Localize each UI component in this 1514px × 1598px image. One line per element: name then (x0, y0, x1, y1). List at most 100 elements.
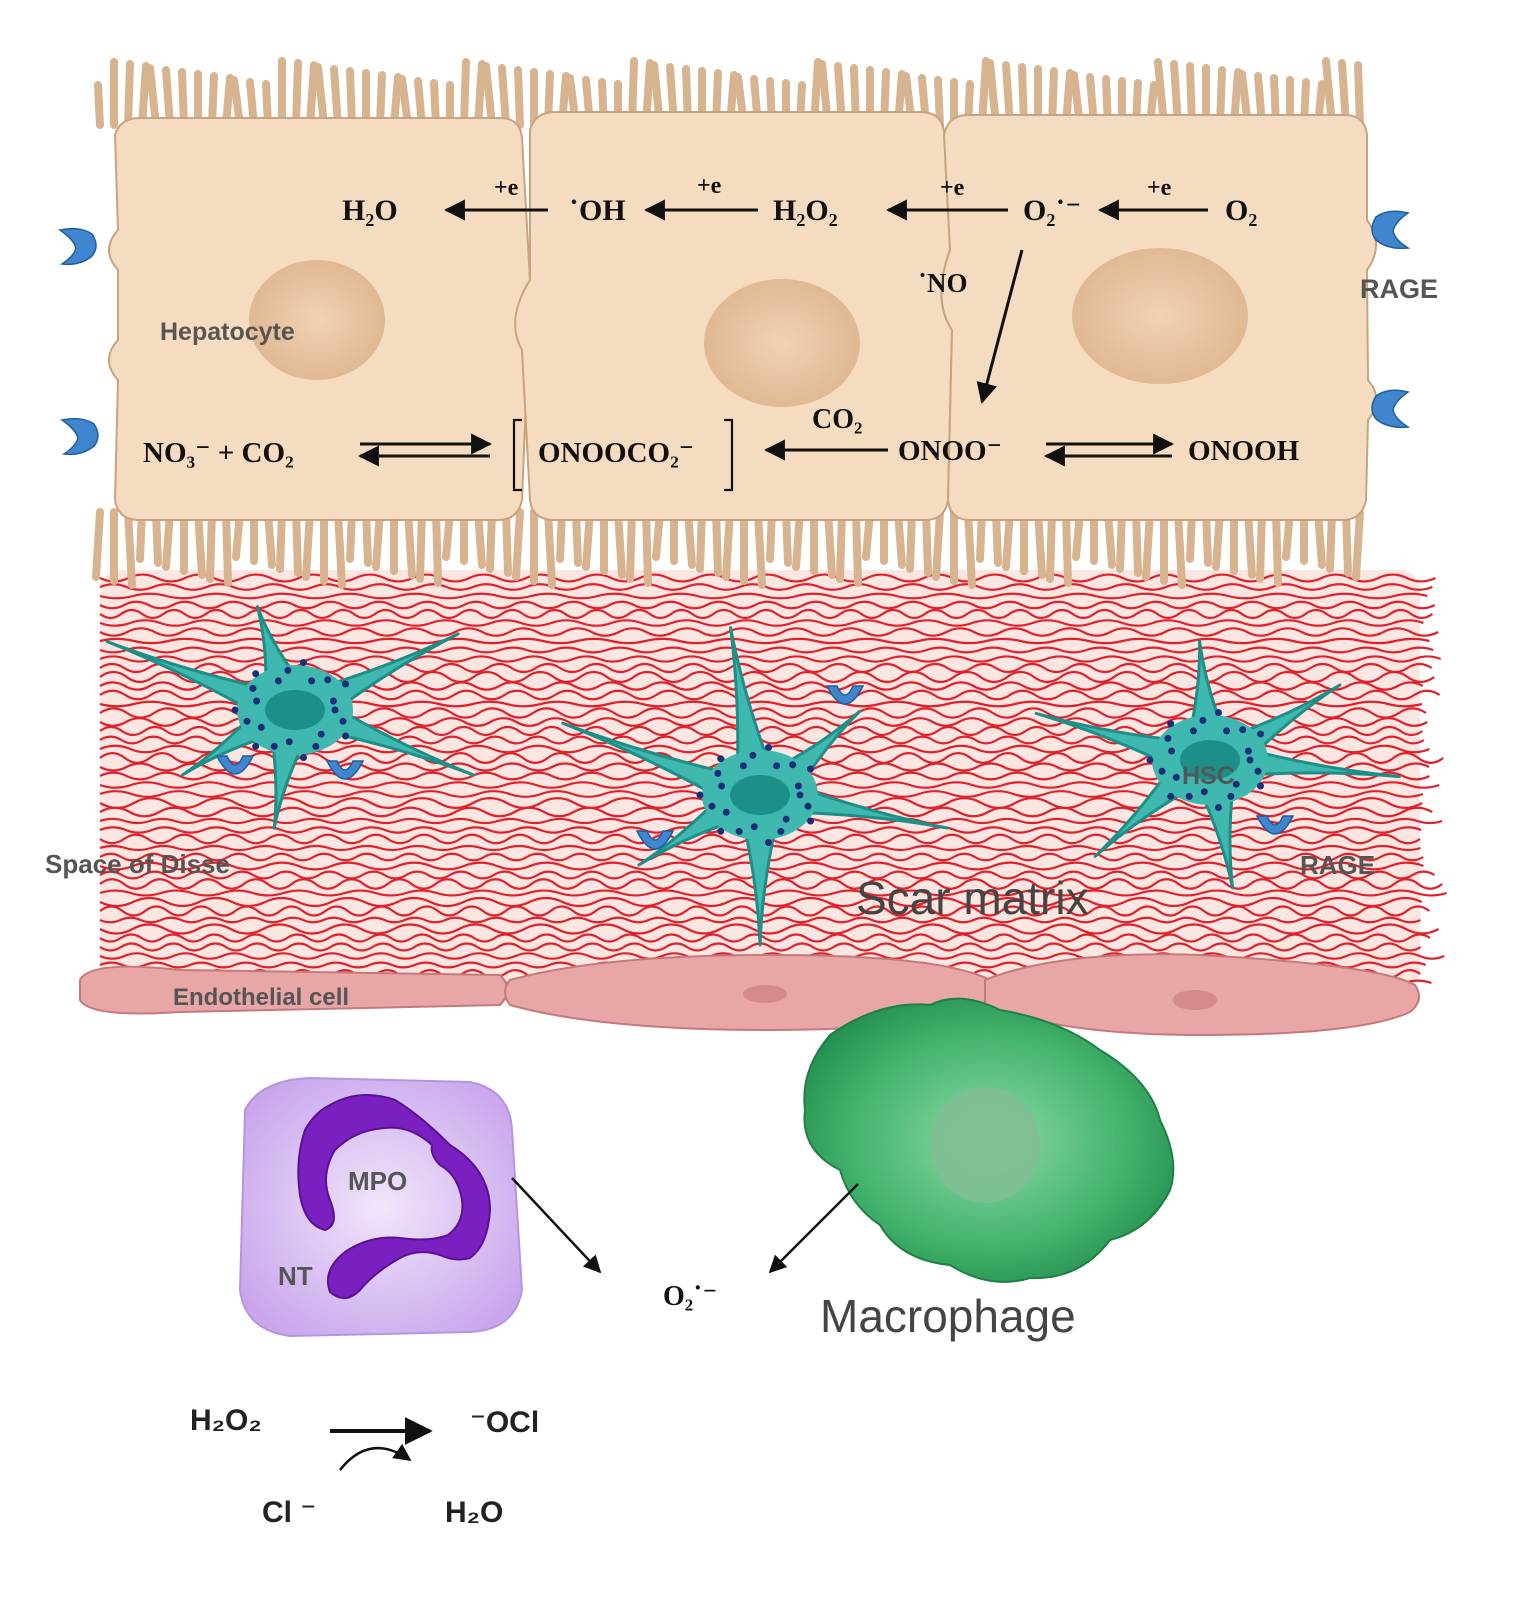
microvillus (696, 508, 706, 573)
endothelial-layer (79, 953, 1420, 1037)
microvillus (1244, 508, 1256, 579)
microvillus (138, 62, 150, 129)
nitrate-co2-label: NO₃⁻ + CO₂ (143, 437, 294, 469)
microvillus (1116, 508, 1126, 573)
microvillus (486, 508, 496, 573)
microvillus (852, 508, 862, 587)
microvillus (792, 508, 804, 571)
collagen-fiber (99, 878, 1443, 890)
electron-label: +e (940, 175, 965, 201)
microvillus (614, 508, 626, 579)
microvillus (824, 508, 836, 579)
hepatocyte-layer (92, 57, 1378, 589)
microvillus (502, 508, 512, 577)
microvillus (222, 508, 232, 587)
microvillus (124, 508, 136, 589)
microvillus (754, 508, 766, 589)
microvillus (1046, 508, 1056, 583)
hydrogen-peroxide-label: H₂O₂ (190, 1404, 262, 1437)
rage-receptor-icon (825, 685, 865, 705)
hsc-label: HSC (1182, 762, 1235, 790)
hydrogen-peroxide-label: H₂O₂ (773, 194, 838, 227)
microvillus (94, 81, 104, 129)
microvillus (206, 508, 216, 583)
microvillus (404, 508, 416, 579)
collagen-fiber (99, 889, 1448, 897)
rage-receptor-icon (1371, 389, 1411, 429)
water-label: H₂O (445, 1496, 503, 1529)
microvillus (1062, 508, 1072, 587)
microvillus (460, 58, 470, 129)
collagen-fiber (99, 646, 1434, 654)
rage-receptor-icon (325, 760, 365, 780)
microvillus (346, 67, 356, 129)
bottom-reactions: O₂˙⁻ H₂O₂ ⁻OCl Cl ⁻ H₂O (190, 1281, 717, 1529)
macrophage-nucleus (930, 1087, 1040, 1203)
microvillus (1142, 508, 1154, 581)
water-label: H₂O (342, 194, 398, 227)
microvillus (334, 508, 346, 589)
peroxynitrite-label: ONOO⁻ (898, 435, 1002, 467)
hepatocyte-nucleus (1072, 248, 1248, 384)
hsc-cell-icon (105, 605, 475, 830)
microvillus (162, 508, 174, 571)
oxygen-label: O₂ (1225, 194, 1257, 227)
macrophage-cell-icon (803, 997, 1175, 1283)
rage-label: RAGE (1360, 274, 1438, 304)
rage-receptor-icon (1371, 210, 1411, 250)
collagen-fiber (99, 608, 1434, 620)
top-reactions: H₂O ˙OH H₂O₂ O₂˙⁻ O₂ +e +e +e +e ˙NO CO₂… (143, 173, 1300, 469)
microvillus (474, 60, 486, 129)
microvillus (906, 508, 916, 573)
endothelial-cell-label: Endothelial cell (173, 984, 349, 1011)
microvillus (514, 66, 524, 129)
hsc-cell-icon (1034, 639, 1401, 890)
microvillus (376, 71, 386, 129)
microvillus (1352, 508, 1364, 581)
collagen-fiber (99, 933, 1431, 943)
microvillus (276, 508, 286, 573)
neutrophil-nucleus (297, 1094, 492, 1299)
microvillus (932, 508, 944, 581)
electron-label: +e (1147, 175, 1172, 201)
microvillus (1034, 508, 1046, 579)
microvillus (1002, 508, 1014, 571)
microvillus (712, 508, 722, 577)
collagen-fiber (99, 619, 1424, 627)
microvillus (934, 76, 944, 129)
rage-receptor-icon (215, 755, 255, 775)
microvillus (964, 508, 976, 589)
microvillus (1256, 508, 1266, 583)
microvillus (642, 508, 652, 587)
collagen-fiber (99, 655, 1442, 663)
microvillus (836, 508, 846, 583)
microvillus (1272, 508, 1282, 587)
collagen-fiber (99, 600, 1436, 610)
collagen-fiber (99, 905, 1430, 917)
microvillus (306, 61, 318, 129)
microvillus (482, 62, 496, 129)
collagen-fiber (99, 627, 1439, 637)
hsc-nucleus (265, 690, 325, 730)
hepatocyte-label: Hepatocyte (160, 318, 295, 346)
hydroxyl-radical-label: ˙OH (569, 194, 626, 227)
microvillus (544, 508, 556, 589)
chloride-label: Cl ⁻ (262, 1496, 316, 1529)
endothelial-nucleus (1173, 990, 1217, 1010)
microvillus (722, 508, 734, 581)
microvillus (124, 60, 134, 129)
macrophage-label: Macrophage (820, 1290, 1076, 1342)
microvillus (162, 66, 174, 129)
peroxynitrous-acid-label: ONOOH (1188, 435, 1300, 467)
microvillus (292, 59, 302, 129)
hsc-nucleus (1180, 740, 1240, 780)
microvillus (292, 508, 302, 577)
microvillus (582, 508, 594, 571)
hsc-cell-icon (561, 626, 949, 947)
collagen-fiber (99, 637, 1430, 645)
hypochlorite-label: ⁻OCl (470, 1406, 539, 1439)
superoxide-label: O₂˙⁻ (1023, 194, 1081, 227)
microvillus (416, 508, 426, 583)
microvillus (302, 508, 314, 581)
